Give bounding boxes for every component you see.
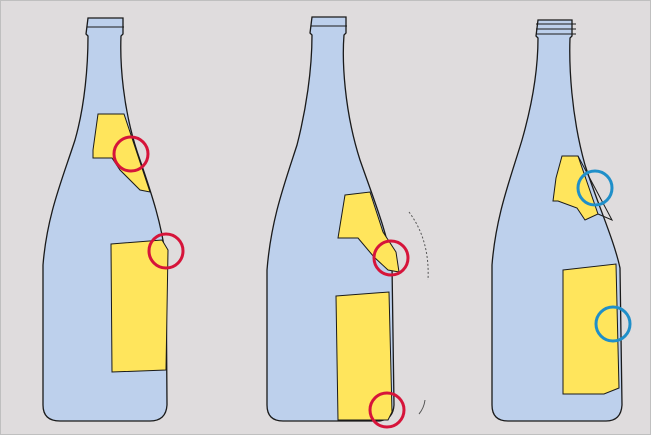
body-label (563, 264, 619, 394)
body-label (336, 292, 392, 420)
body-label (111, 240, 168, 372)
